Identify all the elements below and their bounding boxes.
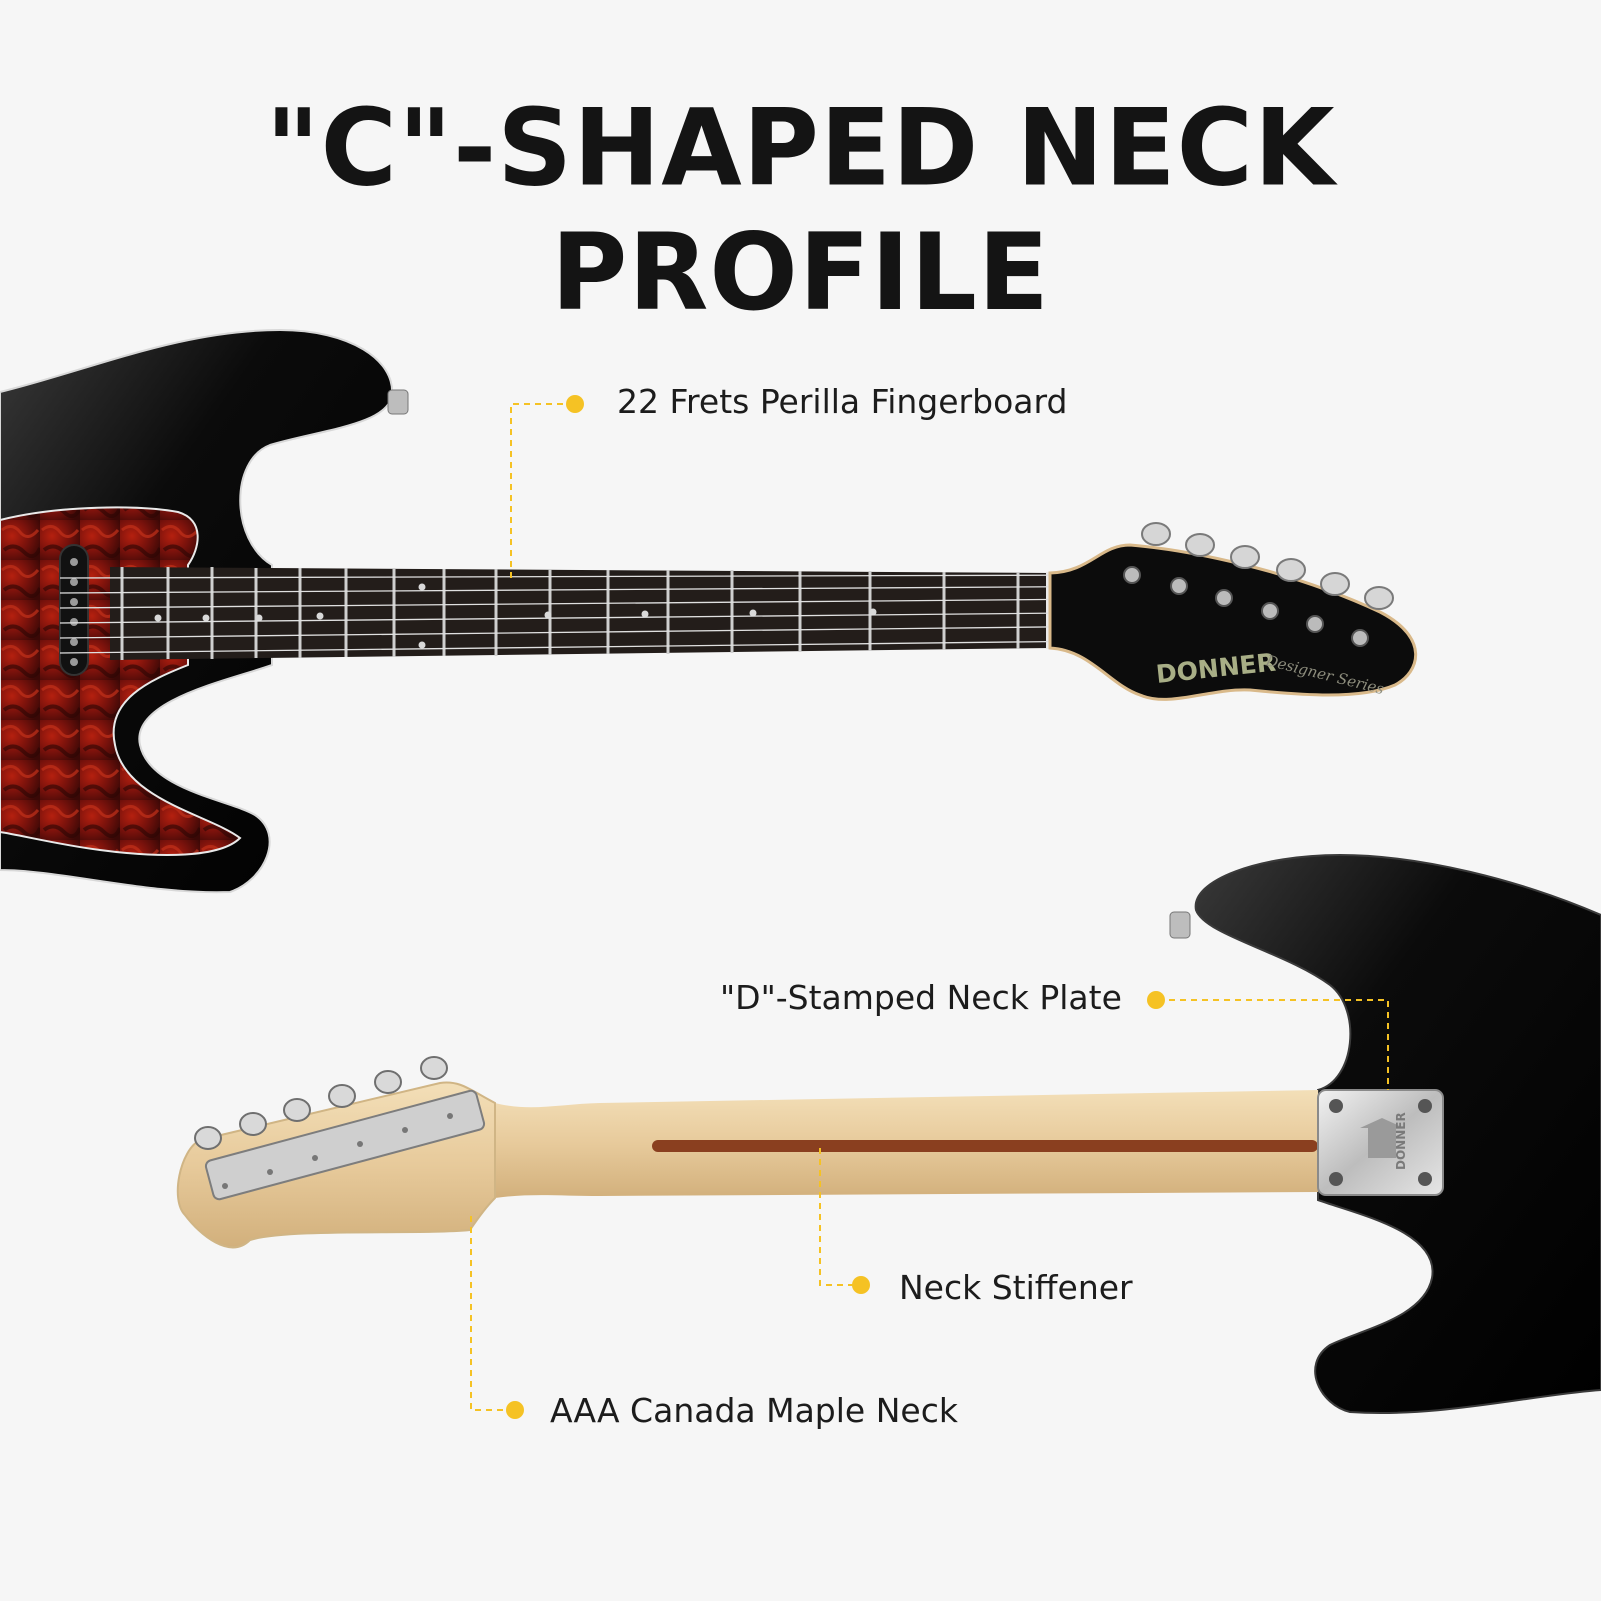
tuners-back: [194, 1056, 486, 1201]
tuners-front: [1123, 522, 1394, 647]
dot-icon: [506, 1401, 524, 1419]
front-headstock: [1048, 543, 1418, 701]
frets: [120, 567, 1020, 660]
front-guitar: DONNER Designer Series: [0, 328, 1418, 894]
fingerboard: [110, 567, 1050, 660]
leader-frets: [510, 403, 568, 578]
callout-frets: 22 Frets Perilla Fingerboard: [617, 382, 1068, 421]
fret-markers: [154, 583, 877, 649]
callout-leaders: [470, 403, 1389, 1411]
dot-icon: [566, 395, 584, 413]
neck-plate-brand: DONNER: [1394, 1112, 1408, 1170]
callout-stiffener: Neck Stiffener: [899, 1268, 1133, 1307]
callout-neck-plate: "D"-Stamped Neck Plate: [720, 978, 1122, 1017]
strap-button-front: [387, 389, 409, 415]
callout-dots: [506, 395, 1165, 1419]
callout-maple: AAA Canada Maple Neck: [550, 1391, 958, 1430]
back-guitar: DONNER: [176, 853, 1601, 1414]
dot-icon: [1147, 991, 1165, 1009]
leader-neck-plate: [1158, 999, 1389, 1090]
dot-icon: [852, 1276, 870, 1294]
leader-maple: [470, 1216, 508, 1411]
page-title: "C"-SHAPED NECK PROFILE: [265, 85, 1336, 335]
leader-stiffener: [819, 1148, 853, 1286]
neck-stiffener: [652, 1140, 1318, 1152]
neck-plate: DONNER: [1317, 1089, 1444, 1196]
strap-button-back: [1169, 911, 1191, 939]
